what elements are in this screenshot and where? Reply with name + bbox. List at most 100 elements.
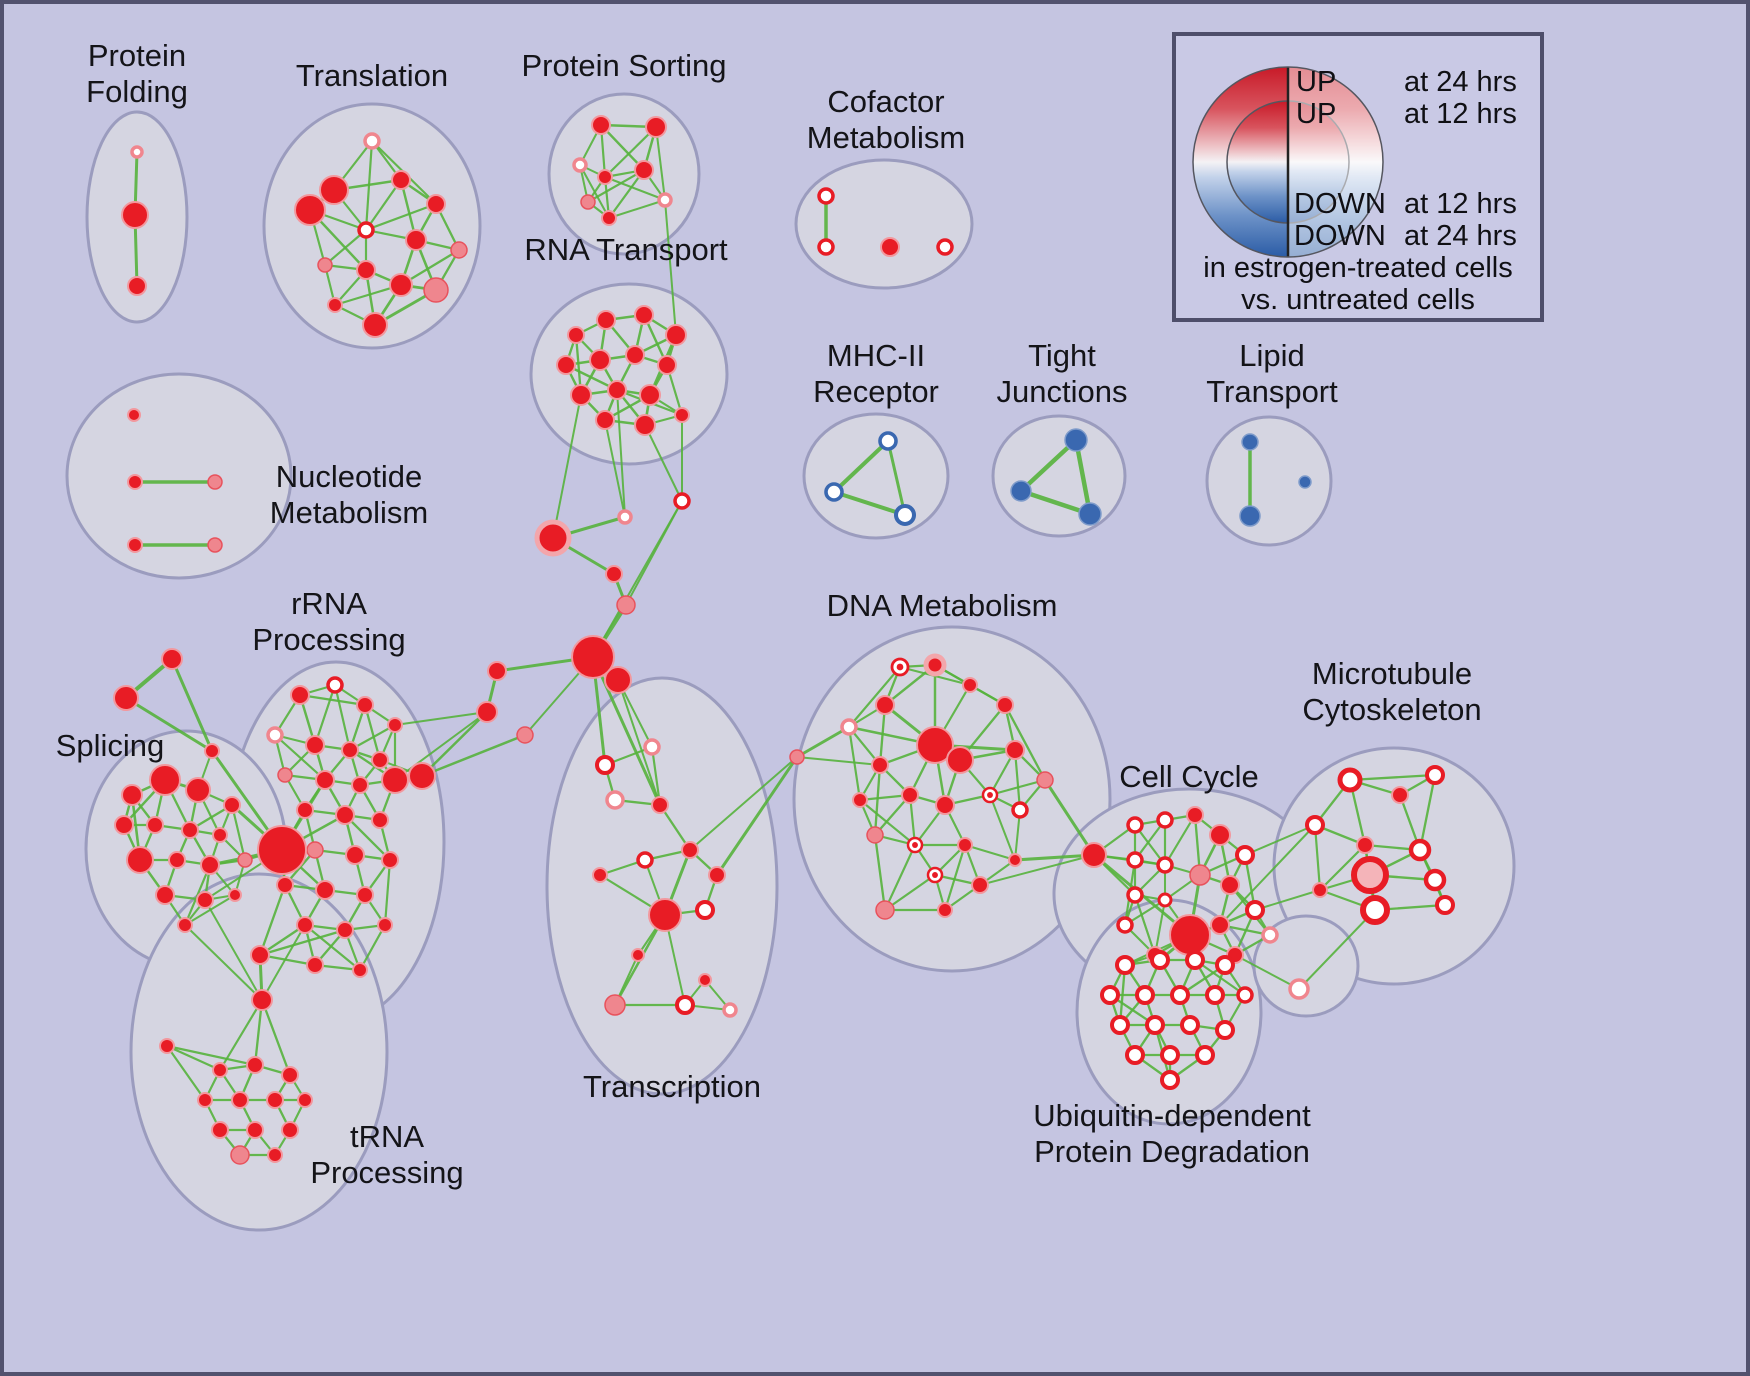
cluster-label-transcription: Transcription [583,1069,761,1104]
network-node [636,851,654,869]
network-node [1100,985,1120,1005]
network-node [1215,955,1235,975]
network-node [371,751,389,769]
network-node [1205,985,1225,1005]
network-node [657,192,673,208]
network-node [281,1066,299,1084]
legend-right-half-pale [1288,67,1383,257]
network-edge [1318,843,1367,892]
legend-footer-line1: in estrogen-treated cells [1203,252,1513,284]
cluster-label-rrna-processing: Processing [252,622,405,657]
cluster-label-splicing: Splicing [56,728,165,763]
network-node [1126,851,1144,869]
network-node [1298,475,1312,489]
network-node [127,408,141,422]
network-edge [420,710,489,778]
network-node [223,796,241,814]
network-node [639,384,661,406]
network-edge [230,803,247,862]
network-node [1156,811,1174,829]
network-node [1036,771,1054,789]
network-node [1337,767,1363,793]
network-node [665,324,687,346]
network-edge [616,389,626,518]
network-edge [943,843,967,912]
network-node [651,796,669,814]
network-node [356,886,374,904]
network-node [936,238,954,256]
network-edge [664,199,677,336]
network-edge [654,125,667,202]
network-node [345,845,365,865]
network-node [357,221,375,239]
cluster-label-trna-processing: tRNA [350,1119,424,1154]
network-node [1408,838,1432,862]
cluster-label-rrna-processing: rRNA [291,586,367,621]
network-node [923,653,947,677]
cluster-ellipse-tight-junctions [991,414,1127,538]
network-node [824,482,844,502]
network-edge [261,924,306,1001]
network-edge [165,1044,222,1072]
cluster-label-lipid-transport: Lipid [1239,338,1305,373]
network-node [341,741,359,759]
network-node [250,945,270,965]
network-node [556,355,576,375]
network-node [866,826,884,844]
network-edge [592,500,683,658]
network-edge [1193,958,1247,997]
network-edge [1219,824,1316,926]
network-node [1220,875,1240,895]
network-node [185,777,211,803]
cluster-label-cofactor-metabolism: Metabolism [807,120,966,155]
network-node [146,816,164,834]
cluster-ellipse-transcription [545,676,779,1096]
network-node-core [896,663,904,671]
network-edge [1298,909,1376,990]
legend-outer-outline [1192,66,1384,258]
network-node [1008,853,1022,867]
network-node [161,648,183,670]
network-node [387,717,403,733]
network-node [381,766,409,794]
network-node [534,519,572,557]
network-node [231,1091,249,1109]
network-node [996,696,1014,714]
network-edge [795,725,851,759]
legend-updown-glyph [1192,66,1384,258]
network-edge [1013,853,1096,862]
network-edge [363,703,382,762]
legend-up-24-label: UP [1296,66,1337,98]
network-edge [650,745,662,807]
network-edge [886,439,907,517]
network-node [228,888,242,902]
network-node [871,756,889,774]
network-node [1064,428,1088,452]
cluster-label-mhc-ii-receptor: MHC-II [827,338,925,373]
legend-down-24-label: DOWN [1294,220,1386,252]
cluster-label-protein-sorting: Protein Sorting [521,48,726,83]
network-edge [1013,748,1022,812]
network-node [1305,815,1325,835]
network-node [126,846,154,874]
cluster-ellipse-nucleotide-metabolism [65,372,293,580]
network-node [645,116,667,138]
cluster-label-cofactor-metabolism: Cofactor [827,84,944,119]
network-edge [1234,954,1300,990]
network-node [305,735,325,755]
network-edge [617,679,661,806]
network-node [405,229,427,251]
network-edge [599,123,646,172]
cluster-label-ubiquitin-degradation: Ubiquitin-dependent [1033,1098,1311,1133]
network-node [423,277,449,303]
network-node [1186,806,1204,824]
network-node [698,973,712,987]
network-node [352,962,368,978]
network-node [476,701,498,723]
network-node [572,157,588,173]
network-node [789,749,805,765]
network-edge [1244,824,1316,856]
network-node [674,407,690,423]
